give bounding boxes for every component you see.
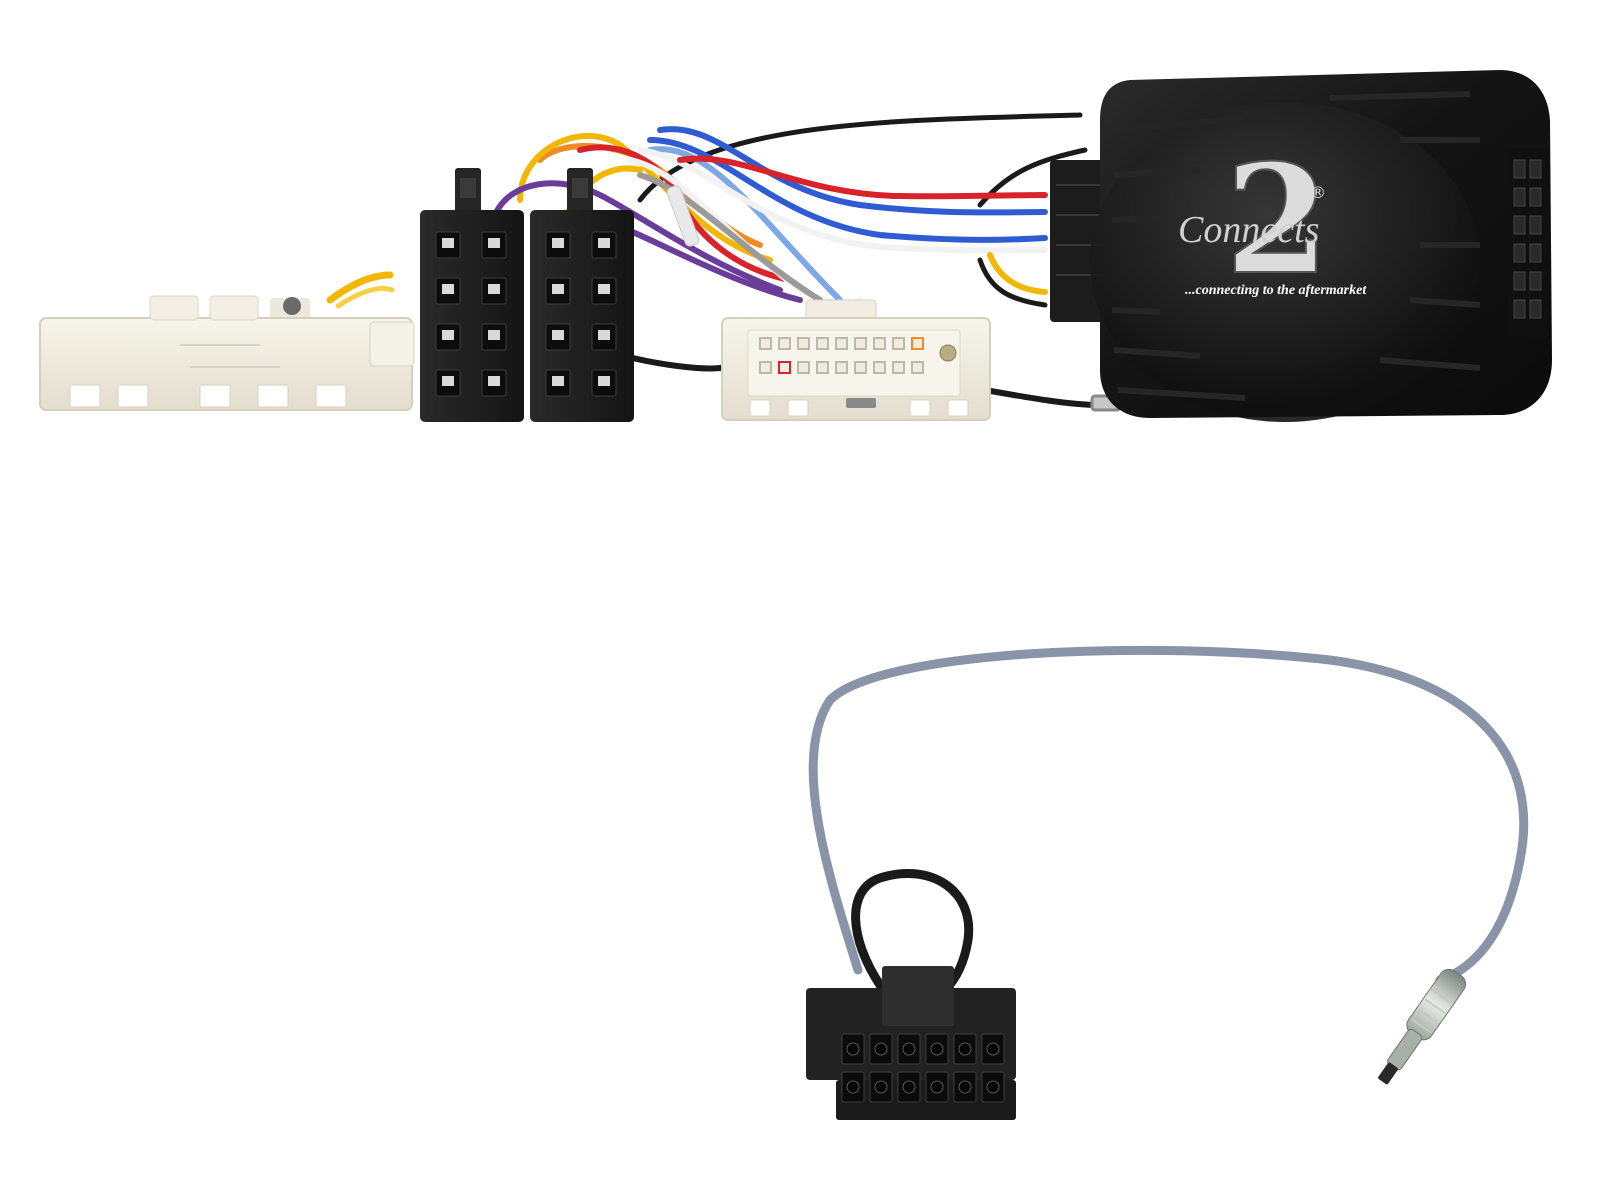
box-socket-pin (1529, 159, 1542, 179)
oem-pin-hole (911, 361, 924, 374)
molex-pin-hole (902, 1042, 916, 1056)
brand-tagline: ...connecting to the aftermarket (1185, 283, 1367, 298)
wire-blue-b (647, 137, 1048, 243)
jack-plug-icon (1378, 968, 1467, 1085)
oem-pin-hole (892, 361, 905, 374)
iso-pin-contact (552, 330, 564, 340)
iso-pin-contact (598, 238, 610, 248)
molex-pin-hole (874, 1080, 888, 1094)
oem-pin-hole (797, 337, 810, 350)
iso-pin-contact (488, 284, 500, 294)
wire-black-ground-2 (982, 387, 1103, 408)
oem-connector-left (39, 295, 415, 411)
box-socket-pin (1529, 187, 1542, 207)
iso-pins (435, 231, 617, 397)
iso-pin-contact (552, 238, 564, 248)
oem-pin-hole (911, 337, 924, 350)
brand-numeral: 2 (1225, 132, 1329, 308)
wire-black-top (637, 112, 1083, 203)
molex-pin-hole (986, 1042, 1000, 1056)
oem-pin-hole (835, 337, 848, 350)
box-socket (1513, 159, 1542, 319)
box-socket-pin (1513, 271, 1526, 291)
grommet (283, 297, 301, 315)
iso-pin-contact (442, 284, 454, 294)
iso-pin-contact (488, 376, 500, 386)
wire-lightblue (647, 146, 843, 303)
iso-connector-pair (420, 168, 634, 422)
oem-pin-hole (892, 337, 905, 350)
molex-plug-icon (806, 966, 1016, 1120)
cable-tie (666, 185, 700, 247)
box-socket-pin (1513, 299, 1526, 319)
box-socket-pin (1529, 243, 1542, 263)
iso-connector-icon (420, 210, 524, 422)
wire-yellow-c (987, 252, 1048, 295)
patch-lead-loop (851, 869, 974, 995)
wire-yellow-a (517, 133, 773, 263)
molex-pin-hole (930, 1042, 944, 1056)
iso-connector-icon-2 (530, 210, 634, 422)
molex-pin-hole (986, 1080, 1000, 1094)
box-socket-pin (1529, 299, 1542, 319)
oem-pin-hole (835, 361, 848, 374)
iso-pin-contact (552, 284, 564, 294)
iso-pin-contact (442, 238, 454, 248)
wire-purple-a (492, 180, 783, 293)
wire-loom (326, 112, 1103, 408)
wire-blue-a (657, 126, 1048, 216)
molex-pins (841, 1033, 1005, 1103)
brand-logo-text: Connects (1178, 209, 1319, 251)
patch-lead (808, 645, 1529, 995)
iso-pin-contact (442, 376, 454, 386)
oem-pin-hole (778, 337, 791, 350)
box-socket-pin (1513, 187, 1526, 207)
iso-pin-contact (488, 330, 500, 340)
molex-pin-hole (846, 1080, 860, 1094)
oem-pins (759, 337, 924, 374)
molex-pin-hole (958, 1042, 972, 1056)
iso-pin-contact (598, 330, 610, 340)
wire-black-c (977, 257, 1048, 308)
interface-box: 2 ® Connects ...connecting to the afterm… (1050, 70, 1552, 422)
molex-pin-hole (874, 1042, 888, 1056)
patch-lead-cable (808, 645, 1529, 985)
molex-pin-hole (846, 1042, 860, 1056)
box-socket-pin (1513, 159, 1526, 179)
oem-pin-hole (816, 337, 829, 350)
iso-pin-contact (598, 284, 610, 294)
oem-pin-hole (778, 361, 791, 374)
box-socket-pin (1529, 271, 1542, 291)
oem-pin-hole (873, 361, 886, 374)
molex-pin-hole (958, 1080, 972, 1094)
oem-pin-hole (797, 361, 810, 374)
wire-yellow-left (326, 271, 394, 304)
oem-pin-hole (854, 337, 867, 350)
box-socket-pin (1529, 215, 1542, 235)
box-socket-pin (1513, 215, 1526, 235)
oem-pin-hole (854, 361, 867, 374)
wire-red-b (677, 155, 1048, 200)
oem-pin-hole (759, 361, 772, 374)
wire-black-ground (617, 352, 723, 372)
oem-pin-hole (873, 337, 886, 350)
wire-white-b (637, 147, 1048, 254)
oem-pin-hole (759, 337, 772, 350)
iso-pin-contact (442, 330, 454, 340)
brand-registered-mark: ® (1310, 183, 1326, 202)
oem-ground-pin (939, 344, 957, 362)
iso-pin-contact (552, 376, 564, 386)
oem-connector-center (721, 299, 991, 421)
molex-pin-hole (902, 1080, 916, 1094)
box-socket-pin (1513, 243, 1526, 263)
oem-pin-hole (816, 361, 829, 374)
iso-pin-contact (488, 238, 500, 248)
wire-grey (637, 172, 823, 303)
molex-pin-hole (930, 1080, 944, 1094)
iso-pin-contact (598, 376, 610, 386)
wire-orange-left (335, 286, 395, 309)
